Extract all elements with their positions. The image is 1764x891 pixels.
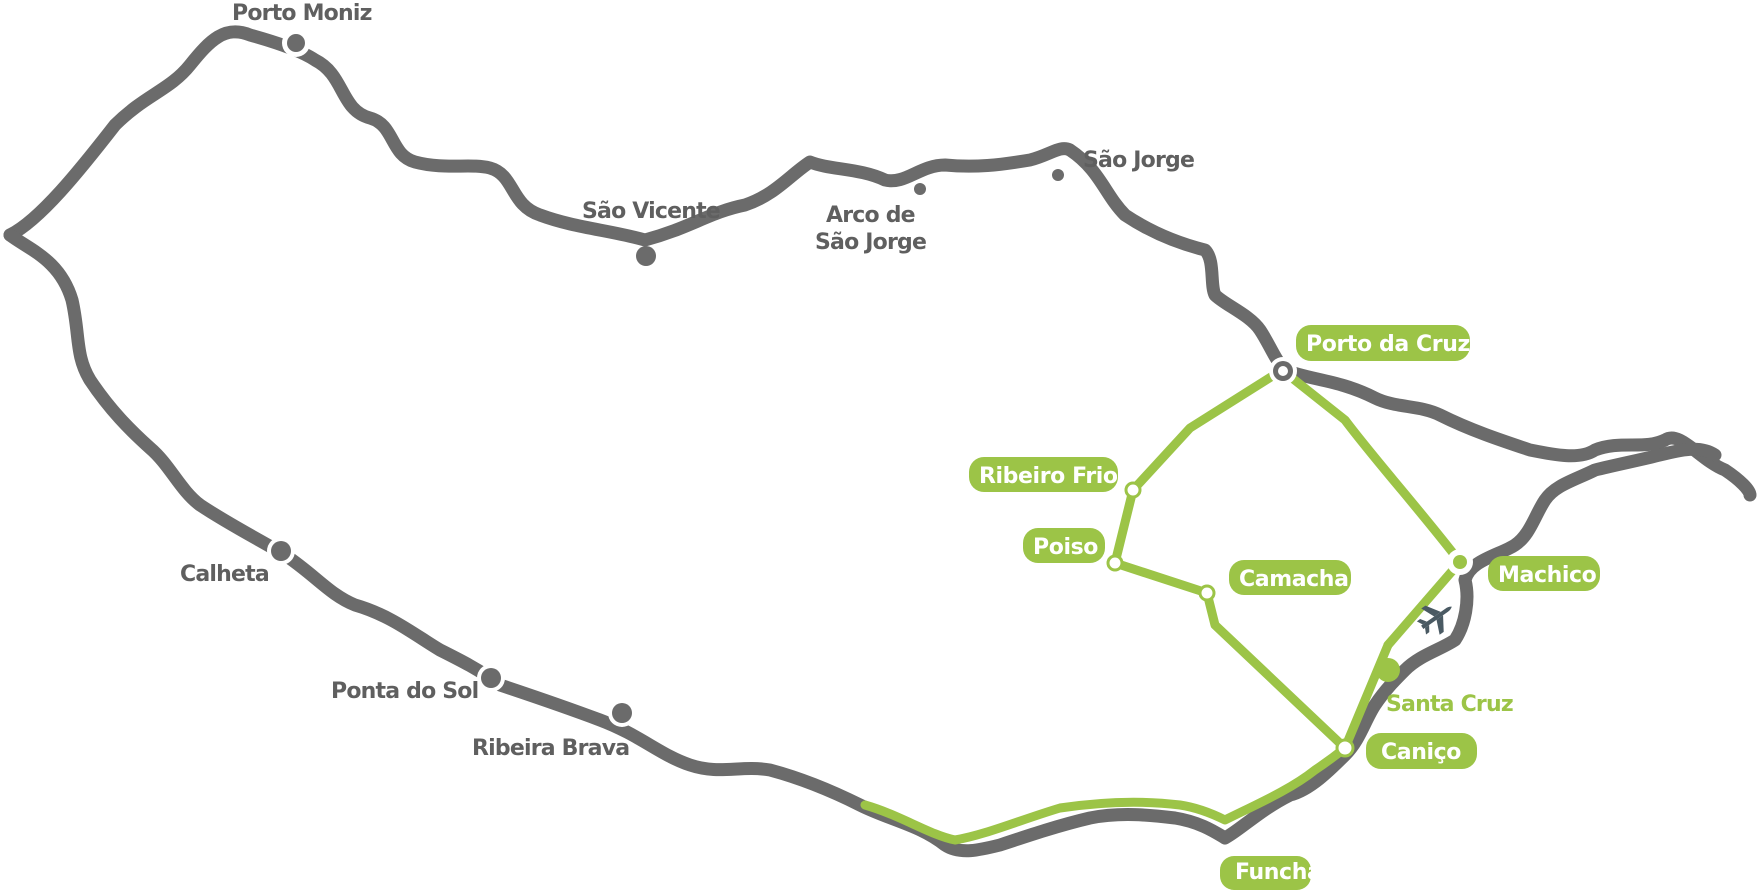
marker-ribeira-brava-dot	[612, 703, 632, 723]
pill-poiso: Poiso	[1023, 528, 1105, 563]
label-arco-line2: São Jorge	[815, 230, 926, 255]
marker-camacha	[1198, 584, 1216, 602]
label-sao-jorge: São Jorge	[1083, 148, 1194, 173]
marker-machico-dot	[1453, 555, 1467, 569]
marker-santa-cruz	[1376, 658, 1400, 682]
label-ribeiro-frio: Ribeiro Frio	[979, 464, 1118, 489]
coast-road-south	[3, 228, 1722, 858]
label-poiso: Poiso	[1033, 535, 1098, 560]
marker-porto-da-cruz-dot	[1278, 366, 1288, 376]
airplane-icon	[1416, 605, 1452, 635]
gray-markers	[267, 29, 1069, 727]
label-porto-moniz: Porto Moniz	[232, 1, 372, 26]
coast-road-outline	[3, 25, 1757, 502]
pill-camacha-bg	[1229, 560, 1351, 595]
route-south-coast	[860, 743, 1350, 845]
green-markers	[1106, 357, 1473, 758]
marker-calheta-dot	[271, 541, 291, 561]
label-calheta: Calheta	[180, 562, 269, 587]
marker-porto-moniz-dot	[287, 34, 305, 52]
label-camacha: Camacha	[1239, 567, 1349, 592]
marker-ribeiro-frio	[1124, 481, 1142, 499]
route-poiso-camacha	[1110, 558, 1212, 598]
label-funchal: Funchal	[1235, 860, 1329, 885]
pill-poiso-bg	[1023, 528, 1105, 563]
label-arco-line1: Arco de	[826, 203, 915, 228]
pill-machico: Machico	[1488, 556, 1600, 591]
pill-funchal-bg	[1220, 856, 1311, 890]
marker-sao-jorge-dot	[1052, 169, 1064, 181]
pill-machico-bg	[1488, 556, 1600, 591]
label-canico: Caniço	[1381, 740, 1461, 765]
route-ribeiro-poiso	[1110, 485, 1138, 568]
route-machico-santa-cruz	[1383, 557, 1465, 650]
marker-arco	[914, 183, 926, 195]
route-camacha-canico	[1202, 588, 1350, 753]
route-porto-cruz-ribeiro	[1128, 365, 1287, 495]
pill-porto-da-cruz-bg	[1296, 325, 1470, 361]
marker-poiso	[1106, 554, 1124, 572]
label-sao-vicente: São Vicente	[582, 199, 720, 224]
pill-camacha: Camacha	[1229, 560, 1351, 595]
route-porto-cruz-machico	[1277, 365, 1465, 567]
pill-ribeiro-frio: Ribeiro Frio	[969, 457, 1118, 492]
pill-ribeiro-frio-bg	[969, 457, 1118, 492]
label-machico: Machico	[1498, 563, 1597, 588]
marker-sao-vicente	[636, 246, 656, 266]
label-ribeira-brava: Ribeira Brava	[472, 736, 629, 761]
pill-funchal: Funchal	[1220, 856, 1329, 890]
label-santa-cruz: Santa Cruz	[1386, 692, 1513, 717]
marker-canico	[1335, 738, 1355, 758]
coast-road	[3, 25, 1757, 858]
marker-ponta-do-sol-dot	[481, 668, 501, 688]
label-porto-da-cruz: Porto da Cruz	[1306, 332, 1470, 357]
pill-canico: Caniço	[1366, 733, 1477, 769]
pill-porto-da-cruz: Porto da Cruz	[1296, 325, 1470, 361]
pill-canico-bg	[1366, 733, 1477, 769]
tour-route	[860, 365, 1465, 845]
label-ponta-do-sol: Ponta do Sol	[331, 679, 478, 704]
